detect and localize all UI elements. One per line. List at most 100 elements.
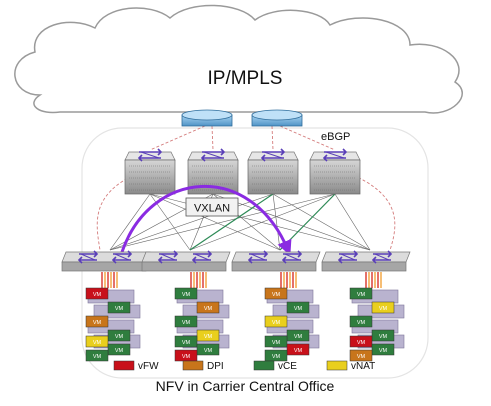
router-icon: [251, 109, 303, 127]
server-rack: VM VM VM VM VM VM VM: [85, 272, 141, 362]
vm-tile: VM: [85, 315, 109, 328]
vm-label: VM: [294, 334, 303, 340]
rack-cables: [101, 272, 118, 288]
vm-tile: VM: [174, 315, 198, 328]
vm-tile: VM: [286, 329, 310, 342]
vm-tile: VM: [196, 301, 220, 314]
vm-label: VM: [93, 354, 102, 360]
leaf-layer: [61, 250, 411, 272]
switch-arrows-icon: [111, 250, 133, 264]
vm-label: VM: [182, 292, 191, 298]
legend: vFW DPI vCE vNAT: [113, 360, 375, 372]
core-routers: [181, 109, 303, 127]
switch-arrows-icon: [371, 250, 393, 264]
switch-arrows-icon: [247, 250, 269, 264]
rack-cables: [365, 272, 382, 288]
vm-label: VM: [93, 340, 102, 346]
vm-label: VM: [93, 292, 102, 298]
vm-tile: VM: [107, 301, 131, 314]
vm-tile: VM: [371, 343, 395, 356]
vm-tile: VM: [349, 315, 373, 328]
vm-tile: VM: [174, 335, 198, 348]
switch-arrows-icon: [137, 148, 163, 162]
legend-swatch: [253, 360, 275, 371]
switch-arrows-icon: [260, 148, 286, 162]
vm-label: VM: [182, 354, 191, 360]
vm-tile: VM: [349, 349, 373, 362]
spine-layer: [124, 148, 361, 195]
vm-tile: VM: [349, 287, 373, 300]
vm-label: VM: [272, 354, 281, 360]
vm-tile: VM: [286, 301, 310, 314]
ip-mpls-cloud: IP/MPLS: [14, 4, 463, 114]
diagram-caption: NFV in Carrier Central Office: [156, 378, 335, 394]
switch-arrows-icon: [157, 250, 179, 264]
router-icon: [181, 109, 233, 127]
vm-label: VM: [115, 348, 124, 354]
vm-label: VM: [379, 348, 388, 354]
vm-label: VM: [294, 348, 303, 354]
legend-label: vFW: [138, 361, 159, 372]
vm-tile: VM: [286, 343, 310, 356]
vm-label: VM: [204, 348, 213, 354]
vm-label: VM: [182, 340, 191, 346]
switch-arrows-icon: [281, 250, 303, 264]
spine-switch: [309, 148, 361, 195]
vm-tile: VM: [349, 335, 373, 348]
vm-tile: VM: [85, 349, 109, 362]
vm-label: VM: [357, 340, 366, 346]
vm-tile: VM: [264, 349, 288, 362]
spine-switch: [247, 148, 299, 195]
switch-arrows-icon: [322, 148, 348, 162]
cloud-label: IP/MPLS: [208, 68, 283, 89]
vm-label: VM: [204, 306, 213, 312]
vm-tile: VM: [264, 335, 288, 348]
vm-tile: VM: [196, 329, 220, 342]
legend-item-vnat: vNAT: [326, 360, 375, 372]
legend-swatch: [326, 360, 348, 371]
legend-swatch: [113, 360, 135, 371]
vm-tile: VM: [264, 287, 288, 300]
legend-item-vce: vCE: [253, 360, 297, 372]
switch-arrows-icon: [77, 250, 99, 264]
vm-tile: VM: [264, 315, 288, 328]
vm-label: VM: [272, 320, 281, 326]
legend-label: vCE: [278, 361, 297, 372]
server-rack-layer: VMVMVMVMVMVMVMVMVMVMVMVMVMVMVMVMVMVMVMVM…: [85, 272, 405, 362]
leaf-switch: [141, 250, 231, 272]
leaf-switch: [61, 250, 151, 272]
switch-arrows-icon: [200, 148, 226, 162]
vm-tile: VM: [107, 329, 131, 342]
vm-tile: VM: [371, 301, 395, 314]
vm-label: VM: [379, 306, 388, 312]
vm-label: VM: [115, 334, 124, 340]
rack-cables: [190, 272, 207, 288]
vm-tile: VM: [107, 343, 131, 356]
legend-label: DPI: [207, 361, 224, 372]
legend-item-vfw: vFW: [113, 360, 159, 372]
vm-label: VM: [357, 292, 366, 298]
vm-tile: VM: [85, 335, 109, 348]
vm-label: VM: [357, 354, 366, 360]
switch-arrows-icon: [191, 250, 213, 264]
vm-tile: VM: [174, 349, 198, 362]
spine-leaf-mesh: [109, 193, 371, 251]
leaf-switch: [231, 250, 321, 272]
ebgp-label: eBGP: [321, 131, 350, 143]
vm-label: VM: [272, 340, 281, 346]
vm-tile: VM: [196, 343, 220, 356]
vm-label: VM: [182, 320, 191, 326]
spine-switch: [124, 148, 176, 195]
vm-label: VM: [115, 306, 124, 312]
vm-label: VM: [357, 320, 366, 326]
vm-label: VM: [379, 334, 388, 340]
vxlan-box: VXLAN: [185, 197, 239, 217]
legend-label: vNAT: [351, 361, 375, 372]
vxlan-label: VXLAN: [194, 203, 230, 215]
vm-label: VM: [93, 320, 102, 326]
legend-item-dpi: DPI: [182, 360, 224, 372]
switch-arrows-icon: [337, 250, 359, 264]
vm-label: VM: [294, 306, 303, 312]
server-rack: VM VM VM VM VM VM VM: [264, 272, 320, 362]
